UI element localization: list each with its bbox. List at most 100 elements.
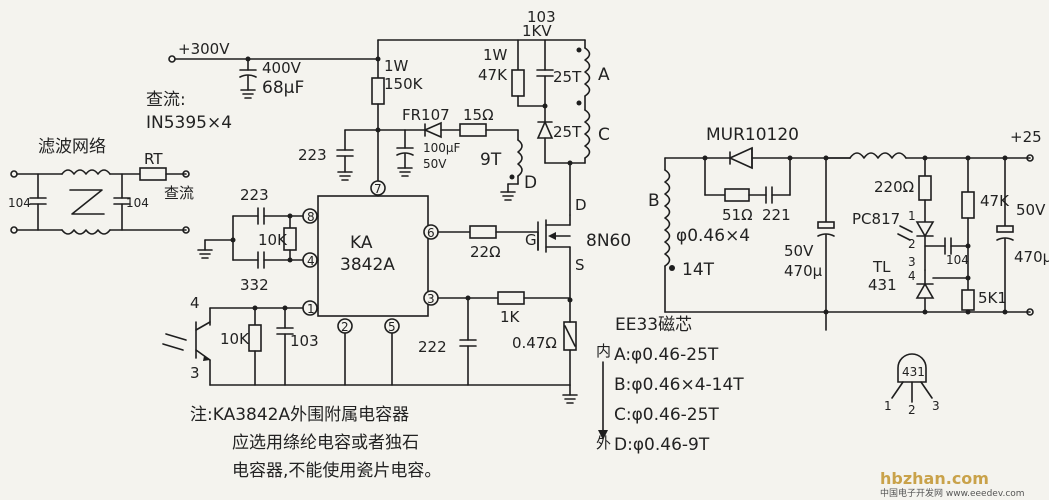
label-1kv: 1KV <box>522 22 552 40</box>
note-line-2: 应选用绦纶电容或者独石 <box>232 433 419 453</box>
snubber-diode <box>536 120 554 139</box>
label-pc-4: 4 <box>908 269 916 283</box>
aux-winding-d <box>500 139 523 201</box>
label-pin-8: 8 <box>307 210 315 224</box>
tl431-shunt <box>915 282 935 299</box>
resistor-51 <box>724 188 750 202</box>
resistor-47k-divider <box>961 191 975 219</box>
label-470u-b: 470μ <box>1014 248 1049 266</box>
ic-label-ka: KA <box>350 233 373 253</box>
label-b-wire: φ0.46×4 <box>676 226 750 246</box>
label-22ohm: 22Ω <box>470 243 501 261</box>
start-resistor-150k <box>371 58 385 184</box>
pc817-led <box>915 221 935 238</box>
label-opto-4: 4 <box>190 294 200 312</box>
label-10k-b: 10K <box>220 330 250 348</box>
label-25t-c: 25T <box>553 123 582 141</box>
label-104-a: 104 <box>8 196 31 210</box>
label-470u-a: 470μ <box>784 262 823 280</box>
label-pin-1: 1 <box>307 302 315 316</box>
label-332: 332 <box>240 276 269 294</box>
label-pin-3: 3 <box>427 292 435 306</box>
label-pin-4: 4 <box>307 254 315 268</box>
label-68uf: 68μF <box>262 78 304 98</box>
label-spec-b: B:φ0.46×4-14T <box>614 375 744 395</box>
output-rectifier <box>702 146 851 204</box>
label-pkg-431: 431 <box>902 365 925 379</box>
label-104-b: 104 <box>126 196 149 210</box>
label-opto-3: 3 <box>190 364 200 382</box>
label-50v-a: 50V <box>423 157 447 171</box>
label-10k-a: 10K <box>258 231 288 249</box>
note-line-3: 电容器,不能使用瓷片电容。 <box>232 460 441 481</box>
label-pc-2: 2 <box>908 237 916 251</box>
label-pc817: PC817 <box>852 210 900 228</box>
label-47k-b: 47K <box>980 192 1010 210</box>
label-tl: TL <box>872 258 891 276</box>
diode-mur10120 <box>728 146 753 170</box>
resistor-22-gate <box>469 225 497 239</box>
label-220ohm: 220Ω <box>874 178 914 196</box>
tl431-package <box>891 353 933 403</box>
label-winding-b: B <box>648 191 660 211</box>
label-pkg-2: 2 <box>908 403 916 417</box>
label-pkg-3: 3 <box>932 399 940 413</box>
bulk-capacitor <box>239 58 257 99</box>
label-150k: 150K <box>384 75 424 93</box>
label-pin-2: 2 <box>341 320 349 334</box>
label-spec-a: A:φ0.46-25T <box>614 345 719 365</box>
label-14t: 14T <box>682 260 715 280</box>
label-filter-network: 滤波网络 <box>38 137 106 157</box>
label-047: 0.47Ω <box>512 334 557 352</box>
label-winding-d: D <box>524 173 537 193</box>
label-50v-c: 50V <box>1016 201 1046 219</box>
note-line-1: 注:KA3842A外围附属电容器 <box>190 405 409 425</box>
common-mode-choke-top <box>61 169 111 175</box>
feedback-network <box>897 155 969 315</box>
label-104-c: 104 <box>946 253 969 267</box>
label-300v: +300V <box>178 40 230 58</box>
label-223-b: 223 <box>240 186 269 204</box>
label-fr107: FR107 <box>402 106 450 124</box>
timing-network <box>197 207 319 269</box>
label-51ohm: 51Ω <box>722 206 753 224</box>
label-ee33-core: EE33磁芯 <box>615 315 692 335</box>
watermark-url: 中国电子开发网 www.eeedev.com <box>880 487 1025 499</box>
primary-winding <box>569 39 591 216</box>
hv-rail <box>168 39 586 63</box>
resistor-10k-comp <box>248 324 262 352</box>
label-5k1: 5K1 <box>978 289 1007 307</box>
resistor-47k-snubber <box>511 69 525 97</box>
label-pc-1: 1 <box>908 209 916 223</box>
label-rect-in: 查流 <box>164 184 194 202</box>
mosfet-8n60 <box>537 214 571 301</box>
label-47k-a: 47K <box>478 66 508 84</box>
current-sense <box>423 290 577 386</box>
label-drain: D <box>575 196 587 214</box>
label-source: S <box>575 256 585 274</box>
ic-ka3842a <box>317 195 429 317</box>
label-outer: 外 <box>596 434 611 452</box>
resistor-5k1 <box>961 289 975 311</box>
label-gate: G <box>525 231 537 249</box>
vcc-feed <box>377 129 426 177</box>
label-rect-title: 查流: <box>146 90 186 110</box>
label-1w-b: 1W <box>483 46 508 64</box>
label-15ohm: 15Ω <box>463 106 494 124</box>
label-spec-d: D:φ0.46-9T <box>614 435 710 455</box>
label-25v: +25 <box>1010 128 1042 146</box>
snubber <box>511 39 573 166</box>
thermistor-rt <box>139 167 167 181</box>
label-1w-a: 1W <box>384 57 409 75</box>
comp-network <box>162 300 578 404</box>
ic-label-3842a: 3842A <box>340 255 395 275</box>
vcc-capacitor-223 <box>336 129 379 181</box>
resistor-1k-sense <box>497 291 525 305</box>
hv-terminal <box>168 55 176 63</box>
label-100uf: 100μF <box>423 141 461 155</box>
label-221: 221 <box>762 206 791 224</box>
label-103-b: 103 <box>290 332 319 350</box>
label-pin-7: 7 <box>374 182 382 196</box>
label-223-a: 223 <box>298 146 327 164</box>
voltage-divider <box>961 155 975 315</box>
